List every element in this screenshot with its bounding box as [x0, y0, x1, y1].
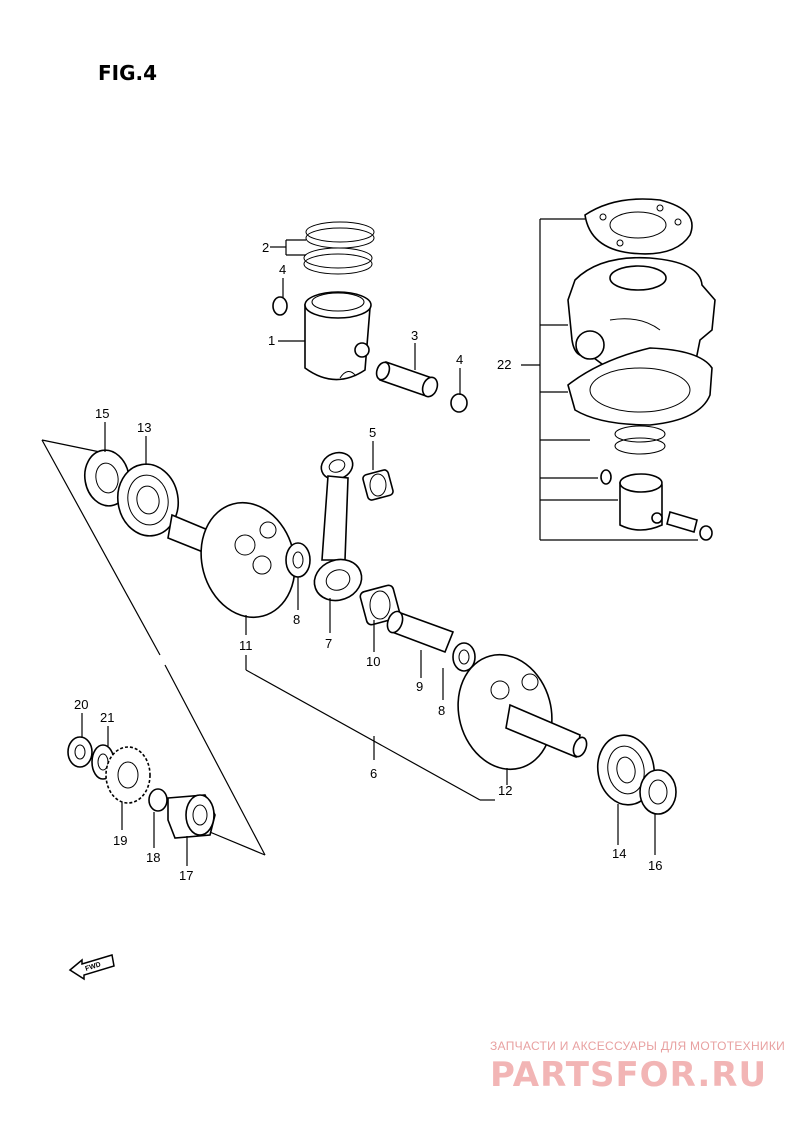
thrust-washer-left: [285, 542, 311, 578]
callout-19: 19: [113, 833, 127, 848]
callouts: 2 4 1 3 4 5 22 15 13 8 11 7 10 9 8 6 12 …: [74, 240, 662, 883]
callout-5: 5: [369, 425, 376, 440]
head-gasket: [584, 198, 693, 255]
callout-8-left: 8: [293, 612, 300, 627]
callout-16: 16: [648, 858, 662, 873]
crank-half-right: [457, 653, 588, 771]
piston-rings: [303, 221, 375, 275]
callout-9: 9: [416, 679, 423, 694]
kit-bracket: [521, 218, 698, 541]
watermark-subtitle: ЗАПЧАСТИ И АКСЕССУАРЫ ДЛЯ МОТОТЕХНИКИ: [490, 1039, 785, 1053]
primary-gear-assembly: [67, 736, 216, 839]
callout-3: 3: [411, 328, 418, 343]
fwd-label: FWD: [84, 961, 101, 973]
frame-lines: [41, 439, 266, 856]
callout-8-right: 8: [438, 703, 445, 718]
oil-seal-right: [639, 769, 677, 815]
circlip-lower: [450, 393, 468, 413]
callout-15: 15: [95, 406, 109, 421]
callout-6: 6: [370, 766, 377, 781]
circlip-upper: [272, 296, 288, 316]
callout-22: 22: [497, 357, 511, 372]
piston: [304, 291, 372, 381]
kit-parts: [600, 425, 713, 541]
base-gasket: [567, 347, 713, 426]
callout-4-lower: 4: [456, 352, 463, 367]
callout-21: 21: [100, 710, 114, 725]
thrust-washer-right: [452, 642, 476, 672]
crank-pin: [386, 610, 455, 654]
callout-2: 2: [262, 240, 269, 255]
callout-7: 7: [325, 636, 332, 651]
piston-pin: [375, 360, 439, 398]
needle-bearing-large: [359, 584, 401, 626]
watermark-brand: PARTSFOR.RU: [490, 1055, 767, 1095]
cylinder: [567, 256, 716, 378]
callout-4-upper: 4: [279, 262, 286, 277]
connecting-rod: [313, 451, 363, 602]
bearing-left: [117, 463, 179, 537]
needle-bearing-small: [362, 469, 394, 501]
figure-title: FIG.4: [98, 61, 157, 85]
fwd-arrow-icon: FWD: [68, 954, 115, 981]
callout-12: 12: [498, 783, 512, 798]
callout-17: 17: [179, 868, 193, 883]
callout-10: 10: [366, 654, 380, 669]
callout-14: 14: [612, 846, 626, 861]
callout-11: 11: [239, 638, 253, 653]
crank-half-left: [167, 501, 296, 619]
leader-lines: [81, 239, 656, 866]
callout-1: 1: [268, 333, 275, 348]
callout-18: 18: [146, 850, 160, 865]
callout-20: 20: [74, 697, 88, 712]
callout-13: 13: [137, 420, 151, 435]
watermark: ЗАПЧАСТИ И АКСЕССУАРЫ ДЛЯ МОТОТЕХНИКИ PA…: [490, 1039, 785, 1095]
